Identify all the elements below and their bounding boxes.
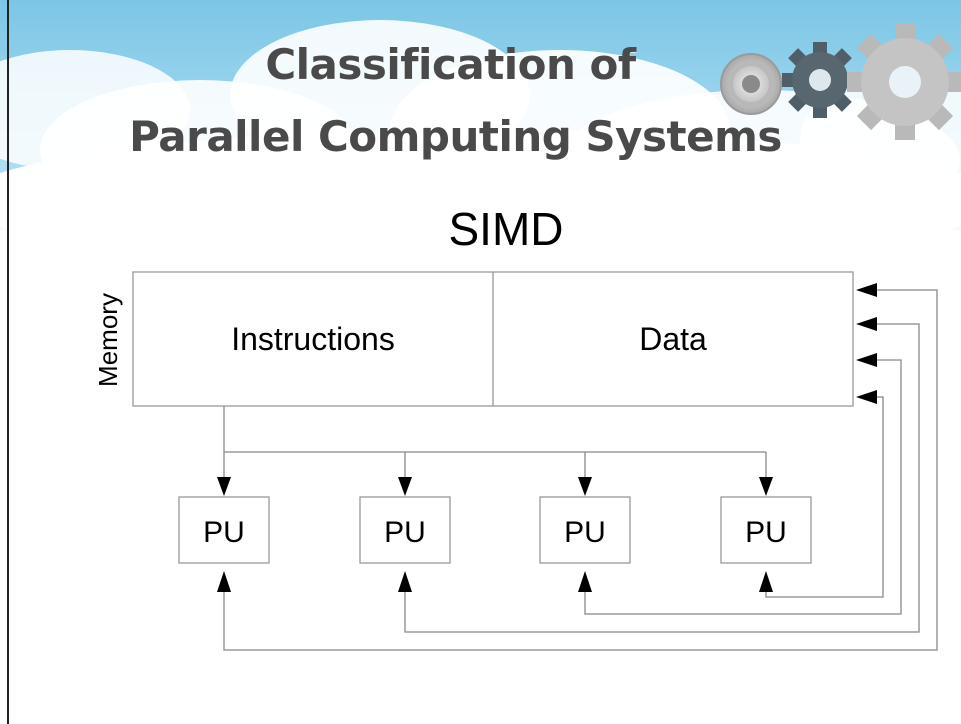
left-border bbox=[7, 0, 9, 724]
pu-4: PU bbox=[720, 496, 812, 564]
data-arrowheads bbox=[856, 283, 877, 404]
gear-icon-small bbox=[720, 53, 782, 115]
data-paths bbox=[223, 289, 938, 651]
memory-label: Memory bbox=[93, 293, 123, 387]
pu-1: PU bbox=[178, 496, 270, 564]
pu-label: PU bbox=[564, 516, 606, 549]
pu-label: PU bbox=[384, 516, 426, 549]
diagram-heading: SIMD bbox=[449, 203, 564, 255]
pu-upward-arrowheads bbox=[217, 571, 773, 592]
pu-2: PU bbox=[359, 496, 451, 564]
instructions-label: Instructions bbox=[231, 321, 395, 357]
gear-icon-large bbox=[847, 24, 961, 140]
slide-title-line1: Classification of bbox=[265, 40, 636, 89]
instruction-arrows bbox=[217, 452, 773, 496]
instruction-bus bbox=[223, 406, 766, 453]
slide-title-line2: Parallel Computing Systems bbox=[129, 112, 782, 161]
pu-3: PU bbox=[539, 496, 631, 564]
memory-block: Instructions Data bbox=[132, 271, 854, 407]
data-label: Data bbox=[639, 321, 707, 357]
pu-label: PU bbox=[203, 516, 245, 549]
pu-label: PU bbox=[745, 516, 787, 549]
